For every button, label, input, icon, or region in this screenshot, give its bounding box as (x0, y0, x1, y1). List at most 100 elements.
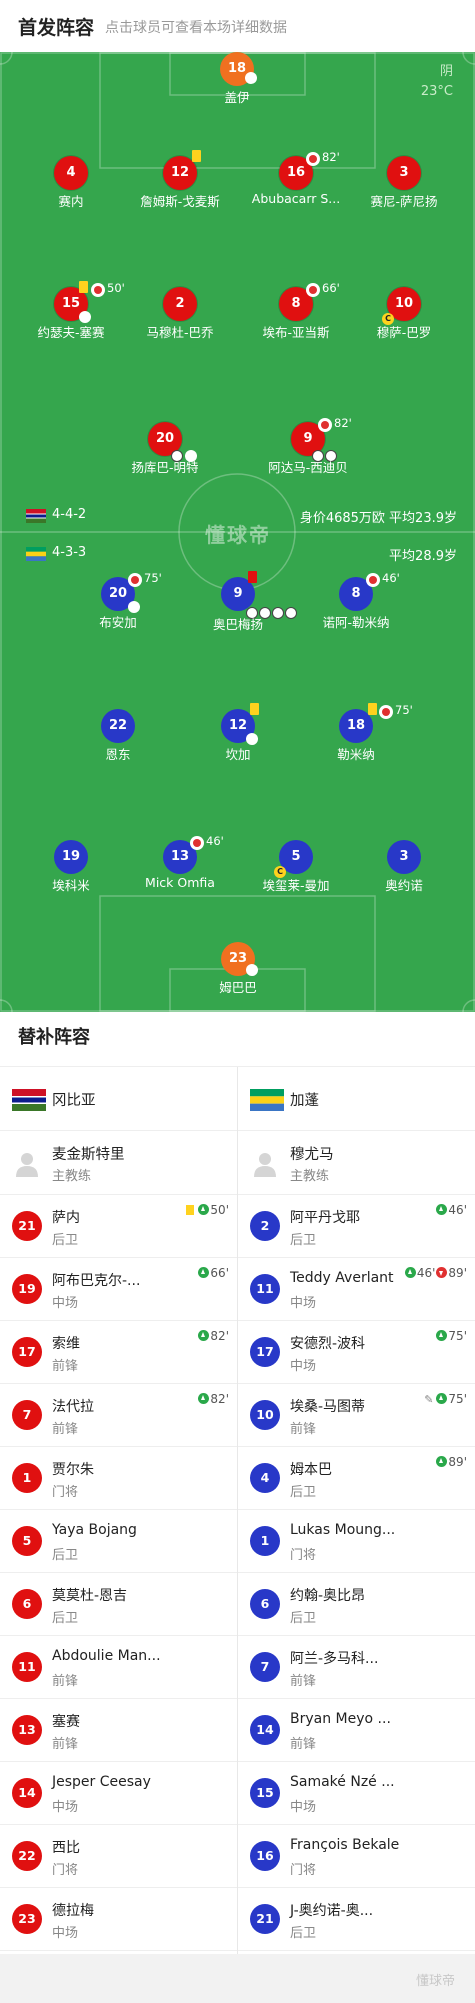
player-name: 马穆杜-巴乔 (146, 325, 214, 340)
sub-events: 89' (436, 1455, 467, 1469)
home-player-15[interactable]: 15 50' 约瑟夫-塞赛 (15, 281, 127, 351)
player-name: 奥巴梅扬 (212, 617, 263, 632)
sub-in-icon (436, 1393, 448, 1404)
sub-position: 后卫 (52, 1611, 79, 1626)
away-player-22[interactable]: 22 恩东 (62, 709, 174, 773)
away-player-3[interactable]: 3 奥约诺 (348, 840, 460, 904)
away-player-23[interactable]: 23 姆巴巴 (182, 942, 294, 1006)
sub-name: 安德烈-波科 (290, 1336, 366, 1352)
home-coach[interactable]: 麦金斯特里 主教练 (0, 1131, 237, 1195)
goal-ball-icon (171, 450, 183, 462)
gabon-flag-icon (250, 1089, 284, 1111)
sub-number: 22 (12, 1841, 42, 1871)
sub-position: 前锋 (290, 1674, 317, 1689)
sub-position: 前锋 (290, 1422, 317, 1437)
gambia-flag-icon (12, 1089, 46, 1111)
home-player-8[interactable]: 8 66' 埃布-亚当斯 (240, 281, 352, 351)
player-name: Mick Omfia (145, 875, 215, 890)
sub-position: 中场 (52, 1800, 79, 1815)
sub-events: 46' (436, 1203, 467, 1217)
home-player-20[interactable]: 20 扬库巴-明特 (109, 422, 221, 486)
player-number: 4 (54, 156, 88, 190)
home-player-2[interactable]: 2 马穆杜-巴乔 (124, 287, 236, 351)
player-number: 10 (387, 287, 421, 321)
away-coach[interactable]: 穆尤马 主教练 (238, 1131, 475, 1195)
away-player-19[interactable]: 19 埃科米 (15, 840, 127, 904)
away-player-8[interactable]: 8 46' 诺阿-勒米纳 (300, 571, 412, 641)
lineup-hint: 点击球员可查看本场详细数据 (105, 20, 287, 36)
sub-number: 11 (12, 1652, 42, 1682)
sub-minute: 50' (107, 281, 125, 295)
sub-number: 10 (250, 1400, 280, 1430)
home-player-9[interactable]: 9 82' 阿达马-西迪贝 (252, 416, 364, 486)
yellow-card-icon (368, 703, 377, 715)
sub-name: 阿平丹戈耶 (290, 1210, 360, 1226)
sub-out-icon (379, 705, 393, 719)
pitch: 阴 23°C 懂球帝 18 盖伊 4 赛内 12 詹姆斯-戈麦斯 16 82' … (0, 52, 475, 1012)
away-player-20[interactable]: 20 75' 布安加 (62, 571, 174, 641)
goal-ball-icon (285, 607, 297, 619)
home-player-3[interactable]: 3 赛尼-萨尼扬 (348, 156, 460, 220)
sub-number: 14 (250, 1715, 280, 1745)
player-number: 3 (387, 156, 421, 190)
sub-number: 19 (12, 1274, 42, 1304)
sub-position: 前锋 (290, 1737, 317, 1752)
away-player-12[interactable]: 12 坎加 (182, 703, 294, 773)
away-player-9[interactable]: 9 奥巴梅扬 (182, 571, 297, 641)
sub-position: 中场 (52, 1926, 79, 1941)
sub-name: Samaké Nzé ... (290, 1774, 395, 1790)
sub-number: 6 (250, 1589, 280, 1619)
home-team-header[interactable]: 冈比亚 (0, 1067, 237, 1131)
sub-number: 7 (12, 1400, 42, 1430)
home-player-12[interactable]: 12 詹姆斯-戈麦斯 (124, 150, 236, 220)
sub-name: Yaya Bojang (52, 1522, 137, 1538)
away-player-5[interactable]: 5 C 埃玺莱-曼加 (240, 840, 352, 904)
sub-position: 中场 (290, 1296, 317, 1311)
sub-position: 门将 (52, 1485, 79, 1500)
sub-number: 6 (12, 1589, 42, 1619)
sub-in-minute: 82' (210, 1329, 229, 1343)
away-team-header[interactable]: 加蓬 (238, 1067, 475, 1131)
sub-number: 13 (12, 1715, 42, 1745)
player-number: 8 (279, 287, 313, 321)
away-player-13[interactable]: 13 46' Mick Omfia (124, 834, 236, 904)
player-name: 布安加 (99, 615, 137, 630)
footer-watermark: 懂球帝 (415, 1974, 455, 1989)
home-player-10[interactable]: 10 C 穆萨-巴罗 (348, 287, 460, 351)
sub-in-icon (198, 1393, 210, 1404)
sub-name: Teddy Averlant (290, 1270, 394, 1286)
sub-minute: 82' (322, 150, 340, 164)
gabon-flag-icon (26, 547, 46, 561)
sub-position: 后卫 (290, 1926, 317, 1941)
home-player-4[interactable]: 4 赛内 (15, 156, 127, 220)
away-player-18[interactable]: 18 75' 勒米纳 (300, 703, 413, 773)
home-player-18[interactable]: 18 盖伊 (181, 52, 293, 116)
home-player-16[interactable]: 16 82' Abubacarr S... (240, 150, 352, 220)
goal-ball-icon (325, 450, 337, 462)
sub-name: 索维 (52, 1336, 80, 1352)
